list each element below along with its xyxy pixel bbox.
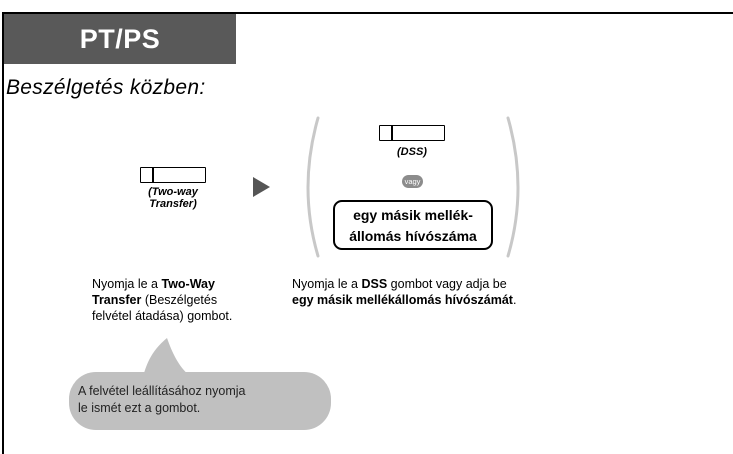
step1-desc-line-2: Transfer (Beszélgetés bbox=[92, 292, 272, 308]
frame-top-border bbox=[2, 12, 733, 14]
button-notch bbox=[152, 167, 154, 182]
header-tab: PT/PS bbox=[4, 14, 236, 64]
left-parenthesis bbox=[306, 116, 320, 258]
step1-desc-bold: Two-Way bbox=[161, 277, 215, 291]
speech-bubble-body bbox=[69, 372, 331, 430]
caption-line-1: (Two-way bbox=[148, 186, 198, 198]
frame-left-border bbox=[2, 12, 4, 454]
two-way-transfer-button-icon bbox=[140, 167, 206, 183]
step1-desc-bold-2: Transfer bbox=[92, 293, 142, 307]
step2-desc-line-1: Nyomja le a DSS gombot vagy adja be bbox=[292, 276, 622, 292]
step1-desc-line-3: felvétel átadása) gombot. bbox=[92, 309, 233, 323]
arrow-right-icon bbox=[253, 177, 270, 197]
step1-desc-line-1: Nyomja le a Two-Way bbox=[92, 276, 272, 292]
speech-bubble-tail bbox=[142, 338, 190, 380]
note-bubble-text: A felvétel leállításához nyomja le ismét… bbox=[78, 383, 328, 417]
step2-desc-text: Nyomja le a bbox=[292, 277, 362, 291]
button-notch bbox=[391, 125, 393, 140]
caption-line-2: Transfer) bbox=[149, 198, 197, 210]
page-subtitle: Beszélgetés közben: bbox=[6, 76, 206, 99]
step1-desc-text-2: (Beszélgetés bbox=[141, 293, 218, 307]
extension-number-box: egy másik mellék- állomás hívószáma bbox=[333, 200, 493, 250]
dss-caption: (DSS) bbox=[397, 146, 427, 158]
two-way-transfer-caption: (Two-way Transfer) bbox=[120, 186, 226, 210]
note-line-2: le ismét ezt a gombot. bbox=[78, 401, 201, 415]
dss-button-icon bbox=[379, 125, 445, 141]
step2-desc-end: . bbox=[512, 293, 517, 307]
step2-desc-text-2: gombot vagy adja be bbox=[387, 277, 507, 291]
step2-desc-bold-2: egy másik mellékállomás hívószámát bbox=[292, 293, 513, 307]
note-line-1: A felvétel leállításához nyomja bbox=[78, 384, 246, 398]
step2-desc-line-2: egy másik mellékállomás hívószámát. bbox=[292, 292, 622, 308]
step1-description: Nyomja le a Two-Way Transfer (Beszélgeté… bbox=[92, 276, 272, 324]
box-line-1: egy másik mellék- bbox=[353, 207, 473, 223]
right-parenthesis bbox=[506, 116, 520, 258]
box-line-2: állomás hívószáma bbox=[349, 228, 477, 244]
step2-desc-bold: DSS bbox=[361, 277, 388, 291]
step2-description: Nyomja le a DSS gombot vagy adja be egy … bbox=[292, 276, 622, 308]
step1-desc-text: Nyomja le a bbox=[92, 277, 162, 291]
or-badge: vagy bbox=[402, 175, 423, 188]
